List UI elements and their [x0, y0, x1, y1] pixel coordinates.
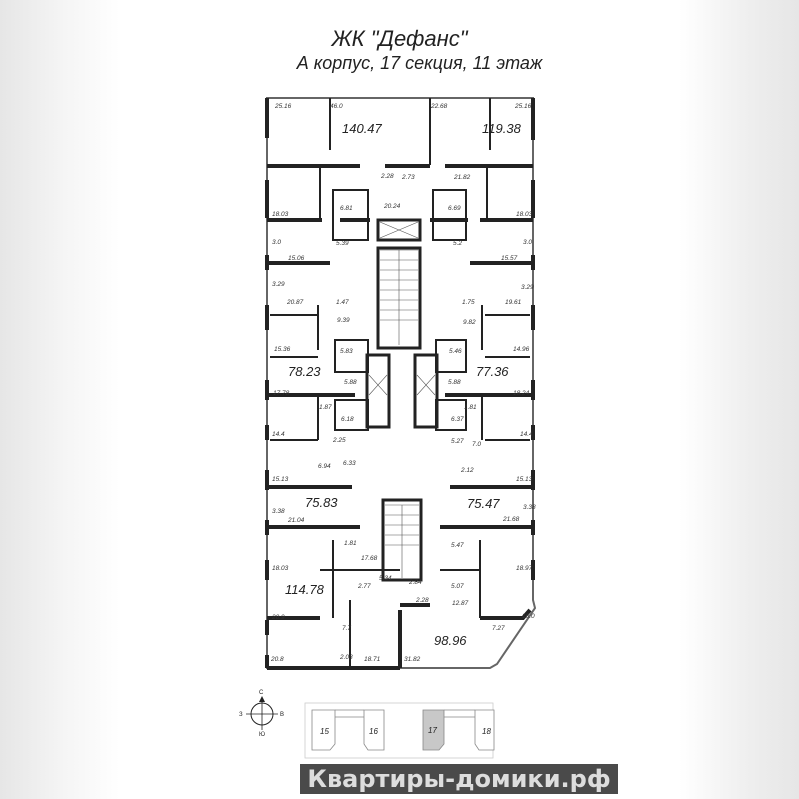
apartment-area: 75.83	[305, 495, 338, 510]
room-area: 7.7	[342, 625, 351, 632]
room-area: 18.03	[516, 211, 533, 218]
room-area: 3.29	[521, 284, 534, 291]
apartment-area: 114.78	[285, 582, 325, 597]
room-area: 1.81	[344, 540, 357, 547]
room-area: 5.83	[340, 348, 353, 355]
room-area: 21.04	[287, 517, 305, 524]
apartment-area: 119.38	[482, 121, 522, 136]
room-area: 18.03	[272, 211, 289, 218]
room-area: 6.37	[451, 416, 464, 423]
room-area: 20.24	[383, 203, 401, 210]
room-area: 20.9	[271, 614, 285, 621]
apartment-area: 98.96	[434, 633, 467, 648]
room-area: 2.08	[339, 654, 353, 661]
apartment-area: 140.47	[342, 121, 383, 136]
section-18: 18	[482, 727, 491, 736]
room-area: 6.81	[340, 205, 353, 212]
right-blur-edge	[679, 0, 799, 799]
room-area: 6.18	[341, 416, 354, 423]
compass: С Ю З В	[239, 690, 284, 738]
complex-title: ЖК "Дефанс"	[331, 26, 468, 51]
room-area: 2.28	[380, 173, 394, 180]
room-area: 17.68	[361, 555, 378, 562]
room-area: 1.75	[462, 299, 475, 306]
room-area: 25.16	[274, 103, 292, 110]
room-area: 5.2	[453, 240, 462, 247]
room-area: 3.38	[272, 508, 285, 515]
watermark-logo: Квартиры-домики.рф	[300, 764, 618, 794]
compass-west: З	[239, 712, 243, 718]
section-17-current: 17	[428, 726, 437, 735]
room-area: 5.47	[451, 542, 464, 549]
room-area: 1.87	[319, 404, 332, 411]
apartment-area-labels: 140.47 119.38 78.23 77.36 75.83 75.47 11…	[285, 121, 522, 648]
room-area: 15.57	[501, 255, 518, 262]
room-area: 6.69	[448, 205, 461, 212]
room-area: 46.0	[330, 103, 343, 110]
room-area: 5.07	[451, 583, 464, 590]
section-key-plan: 15 16 17 18	[304, 702, 495, 759]
room-area: 15.36	[274, 346, 291, 353]
room-area: 15.13	[516, 476, 533, 483]
room-area: 2.84	[408, 579, 422, 586]
room-area: 5.88	[344, 379, 357, 386]
room-area: 17.78	[273, 390, 290, 397]
room-area: 16.0	[522, 613, 535, 620]
room-area: 3.38	[523, 504, 536, 511]
room-area: 1.47	[336, 299, 349, 306]
floor-subtitle: А корпус, 17 секция, 11 этаж	[296, 53, 543, 73]
room-area: 6.33	[343, 460, 356, 467]
room-area: 18.71	[364, 656, 381, 663]
section-16: 16	[369, 727, 378, 736]
room-area: 2.25	[332, 437, 346, 444]
room-area: 14.96	[513, 346, 530, 353]
room-area: 19.61	[505, 299, 522, 306]
room-area: 18.03	[272, 565, 289, 572]
room-area: 5.34	[379, 575, 392, 582]
room-area: 21.68	[502, 516, 520, 523]
walls	[246, 97, 537, 730]
room-area: 15.13	[272, 476, 289, 483]
room-area: 5.39	[336, 240, 349, 247]
room-area: 2.77	[357, 583, 371, 590]
north-arrow-icon	[259, 696, 265, 702]
room-area: 25.16	[514, 103, 532, 110]
apartment-area: 77.36	[476, 364, 509, 379]
apartment-area: 78.23	[288, 364, 321, 379]
room-area: 22.68	[430, 103, 448, 110]
room-area: 21.82	[453, 174, 471, 181]
room-area: 3.0	[272, 239, 281, 246]
room-area: 12.87	[452, 600, 469, 607]
room-area: 9.39	[337, 317, 350, 324]
room-area: 20.8	[270, 656, 284, 663]
room-area: 20.87	[286, 299, 304, 306]
room-area: 5.46	[449, 348, 462, 355]
room-area-labels: 25.16 46.0 22.68 25.16 2.28 2.73 21.82 6…	[270, 103, 536, 663]
room-area: 7.0	[472, 441, 481, 448]
compass-east: В	[280, 712, 284, 718]
room-area: 14.4	[520, 431, 533, 438]
room-area: 31.82	[404, 656, 421, 663]
room-area: 9.82	[463, 319, 476, 326]
room-area: 18.97	[516, 565, 533, 572]
room-area: 6.94	[318, 463, 331, 470]
room-area: 1.81	[464, 404, 477, 411]
left-blur-edge	[0, 0, 120, 799]
room-area: 5.27	[451, 438, 464, 445]
room-area: 15.06	[288, 255, 305, 262]
room-area: 3.29	[272, 281, 285, 288]
section-15: 15	[320, 727, 329, 736]
apartment-area: 75.47	[467, 496, 500, 511]
room-area: 2.73	[401, 174, 415, 181]
room-area: 3.0	[523, 239, 532, 246]
room-area: 14.4	[272, 431, 285, 438]
compass-north: С	[259, 690, 264, 696]
room-area: 2.12	[460, 467, 474, 474]
room-area: 7.27	[492, 625, 505, 632]
compass-south: Ю	[259, 732, 265, 738]
room-area: 18.24	[513, 390, 530, 397]
room-area: 5.88	[448, 379, 461, 386]
room-area: 2.28	[415, 597, 429, 604]
